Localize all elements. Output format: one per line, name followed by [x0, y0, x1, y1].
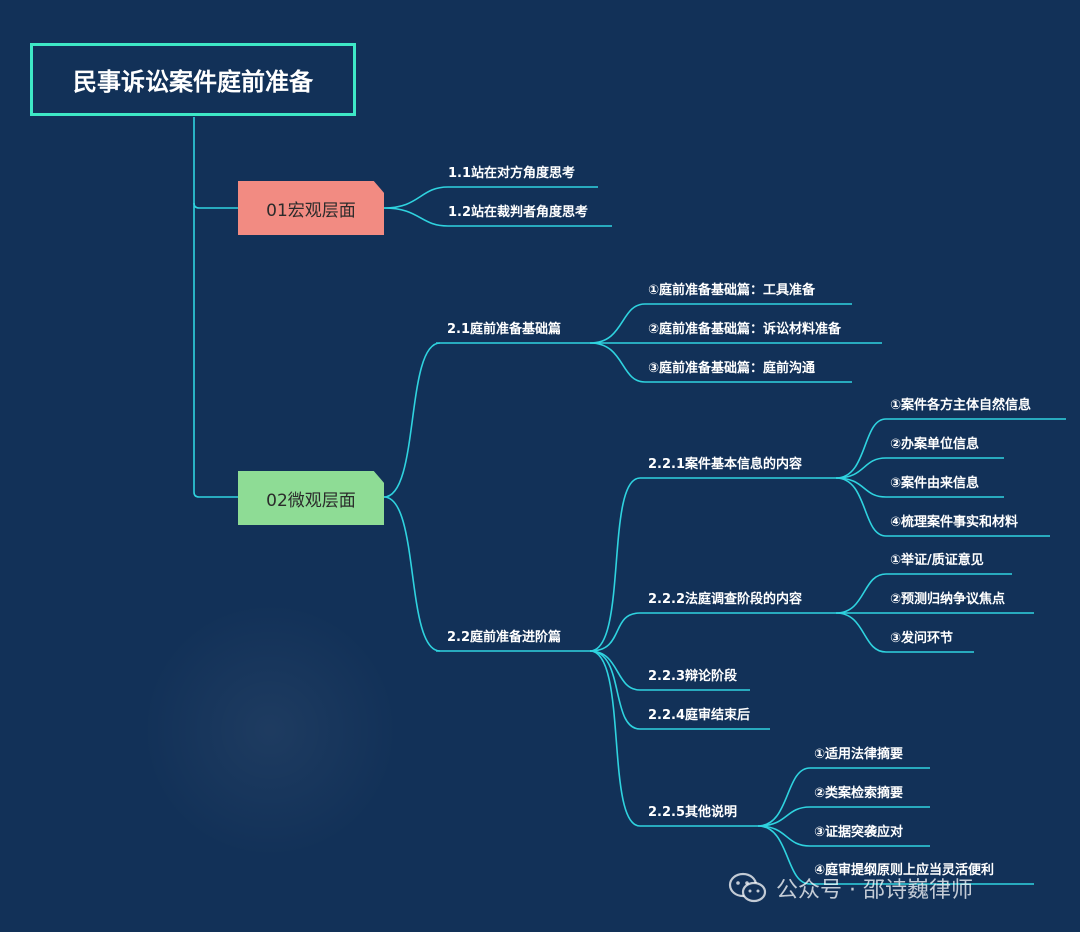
other-item-4: ④庭审提纲原则上应当灵活便利 — [814, 863, 995, 878]
basic-item-1: ①庭前准备基础篇：工具准备 — [648, 283, 816, 298]
root-topic: 民事诉讼案件庭前准备 — [30, 43, 356, 116]
micro-level-node: 02微观层面 — [238, 471, 384, 525]
macro-item-1: 1.1站在对方角度思考 — [448, 166, 576, 181]
investigation-label: 2.2.2法庭调查阶段的内容 — [648, 592, 803, 607]
wechat-icon — [728, 872, 767, 903]
other-item-3: ③证据突袭应对 — [814, 825, 904, 840]
case-info-item-2: ②办案单位信息 — [890, 437, 980, 452]
connector-case-3 — [835, 477, 887, 498]
root-title: 民事诉讼案件庭前准备 — [73, 68, 313, 96]
case-info-item-1: ①案件各方主体自然信息 — [890, 398, 1032, 413]
investigation-item-2: ②预测归纳争议焦点 — [890, 592, 1006, 607]
connector-invest-1 — [835, 573, 887, 614]
connector-root-macro — [193, 202, 238, 209]
connector-micro-basic — [383, 342, 441, 498]
connector-case-2 — [835, 457, 887, 479]
basic-section-label: 2.1庭前准备基础篇 — [447, 322, 562, 337]
connector-macro-1 — [383, 186, 449, 209]
connector-other-3 — [757, 825, 811, 847]
connector-invest-3 — [835, 612, 887, 653]
advanced-section-label: 2.2庭前准备进阶篇 — [447, 630, 562, 645]
micro-level-label: 02微观层面 — [266, 490, 356, 511]
connector-adv-after — [589, 650, 641, 730]
after-trial-label: 2.2.4庭审结束后 — [648, 708, 751, 723]
connector-macro-2 — [383, 207, 449, 227]
background-halo — [140, 600, 400, 860]
other-item-1: ①适用法律摘要 — [814, 747, 904, 762]
connector-basic-1 — [589, 303, 646, 344]
connector-adv-other — [589, 650, 641, 827]
case-info-item-4: ④梳理案件事实和材料 — [890, 515, 1019, 530]
debate-label: 2.2.3辩论阶段 — [648, 669, 738, 684]
other-item-2: ②类案检索摘要 — [814, 786, 904, 801]
connector-micro-advanced — [383, 496, 441, 652]
connector-case-1 — [835, 418, 887, 479]
connector-adv-case — [589, 477, 641, 652]
watermark: 公众号 · 邵诗巍律师 — [728, 868, 973, 908]
connector-case-4 — [835, 477, 887, 537]
case-info-item-3: ③案件由来信息 — [890, 476, 980, 491]
basic-item-2: ②庭前准备基础篇：诉讼材料准备 — [648, 322, 842, 337]
case-info-label: 2.2.1案件基本信息的内容 — [648, 457, 803, 472]
investigation-item-3: ③发问环节 — [890, 631, 954, 646]
connector-other-1 — [757, 767, 811, 827]
investigation-item-1: ①举证/质证意见 — [890, 553, 984, 568]
basic-item-3: ③庭前准备基础篇：庭前沟通 — [648, 361, 816, 376]
macro-level-node: 01宏观层面 — [238, 181, 384, 235]
watermark-text: 公众号 · 邵诗巍律师 — [776, 878, 973, 903]
connector-root-trunk — [193, 117, 238, 498]
macro-item-2: 1.2站在裁判者角度思考 — [448, 205, 589, 220]
connector-other-4 — [757, 825, 811, 885]
macro-level-label: 01宏观层面 — [266, 200, 356, 221]
other-notes-label: 2.2.5其他说明 — [648, 805, 738, 820]
connector-other-2 — [757, 806, 811, 827]
connector-basic-3 — [589, 342, 646, 383]
connector-adv-invest — [589, 612, 641, 652]
